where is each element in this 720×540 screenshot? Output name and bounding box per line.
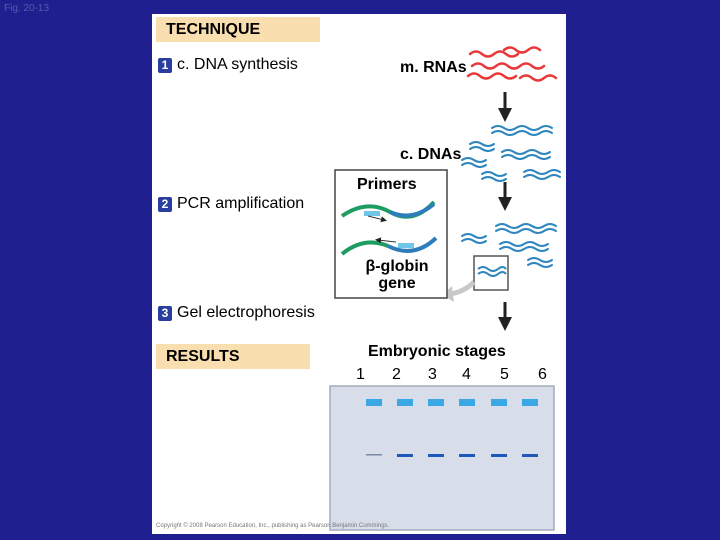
gel-bands <box>366 454 538 457</box>
gel-well-lane-1 <box>366 399 382 406</box>
gel-band-lane-5 <box>491 454 507 457</box>
lane-label-1: 1 <box>356 366 365 383</box>
gel-well-lane-2 <box>397 399 413 406</box>
curved-arrow <box>449 280 476 297</box>
beta-globin-label: β-globin gene <box>362 258 432 292</box>
step-2: 2 PCR amplification <box>158 195 304 213</box>
step-label-pcr: PCR amplification <box>177 195 305 212</box>
technique-header: TECHNIQUE <box>156 17 320 42</box>
step-1: 1 c. DNA synthesis <box>158 56 298 74</box>
gel-well-lane-3 <box>428 399 444 406</box>
amplified-dna <box>461 223 557 268</box>
lane-label-5: 5 <box>500 366 509 383</box>
lane-label-2: 2 <box>392 366 401 383</box>
gel-band-lane-6 <box>522 454 538 457</box>
beta-globin-label-line2: gene <box>378 275 416 292</box>
gel-band-lane-4 <box>459 454 475 457</box>
primers-label: Primers <box>357 176 417 193</box>
gel-well-lane-6 <box>522 399 538 406</box>
figure-panel: TECHNIQUE 1 c. DNA synthesis 2 PCR ampli… <box>152 14 566 534</box>
gel-band-lane-3 <box>428 454 444 457</box>
step-label-cdna-synthesis: c. DNA synthesis <box>177 56 298 73</box>
gel-image <box>329 385 555 531</box>
step-label-gel: Gel electrophoresis <box>177 304 315 321</box>
flow-arrows <box>498 92 512 331</box>
mrna-molecules <box>466 46 558 82</box>
lane-label-3: 3 <box>428 366 437 383</box>
gel-band-lane-1 <box>366 454 382 456</box>
step-number-2: 2 <box>158 196 172 212</box>
gel-well-lane-5 <box>491 399 507 406</box>
cdnas-label: c. DNAs <box>400 146 462 163</box>
lane-label-4: 4 <box>462 366 471 383</box>
primers-box <box>334 169 448 299</box>
diagram-graphics <box>329 46 561 531</box>
gel-well-lane-4 <box>459 399 475 406</box>
mrnas-label: m. RNAs <box>400 59 467 76</box>
beta-globin-label-line1: β-globin <box>365 258 429 275</box>
beta-globin-highlight-box <box>473 255 509 291</box>
copyright-text: Copyright © 2008 Pearson Education, Inc.… <box>156 523 390 529</box>
figure-label: Fig. 20-13 <box>4 3 50 14</box>
gel-wells <box>366 399 538 406</box>
curved-arrow-head <box>442 286 454 302</box>
gel-band-lane-2 <box>397 454 413 457</box>
step-number-1: 1 <box>158 57 172 73</box>
step-3: 3 Gel electrophoresis <box>158 304 315 322</box>
gel-title: Embryonic stages <box>368 343 506 360</box>
step-number-3: 3 <box>158 305 172 321</box>
cdna-molecules <box>461 125 561 182</box>
results-header: RESULTS <box>156 344 310 369</box>
lane-label-6: 6 <box>538 366 547 383</box>
